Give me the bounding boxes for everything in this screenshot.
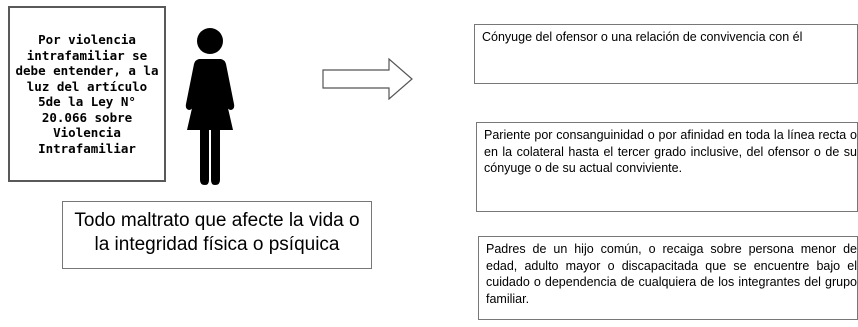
case-box-relative: Pariente por consanguinidad o por afinid… [476, 122, 858, 212]
case-text: Padres de un hijo común, o recaiga sobre… [486, 242, 857, 306]
case-box-common-child: Padres de un hijo común, o recaiga sobre… [478, 236, 858, 320]
case-box-spouse: Cónyuge del ofensor o una relación de co… [474, 24, 858, 84]
summary-text: Todo maltrato que afecte la vida o la in… [74, 210, 360, 255]
case-text: Pariente por consanguinidad o por afinid… [484, 128, 857, 175]
definition-box: Por violencia intrafamiliar se debe ente… [8, 6, 166, 182]
right-arrow-icon [322, 58, 413, 100]
definition-text: Por violencia intrafamiliar se debe ente… [15, 32, 159, 156]
summary-box: Todo maltrato que afecte la vida o la in… [62, 201, 372, 269]
case-text: Cónyuge del ofensor o una relación de co… [482, 30, 803, 44]
woman-icon [185, 28, 235, 185]
